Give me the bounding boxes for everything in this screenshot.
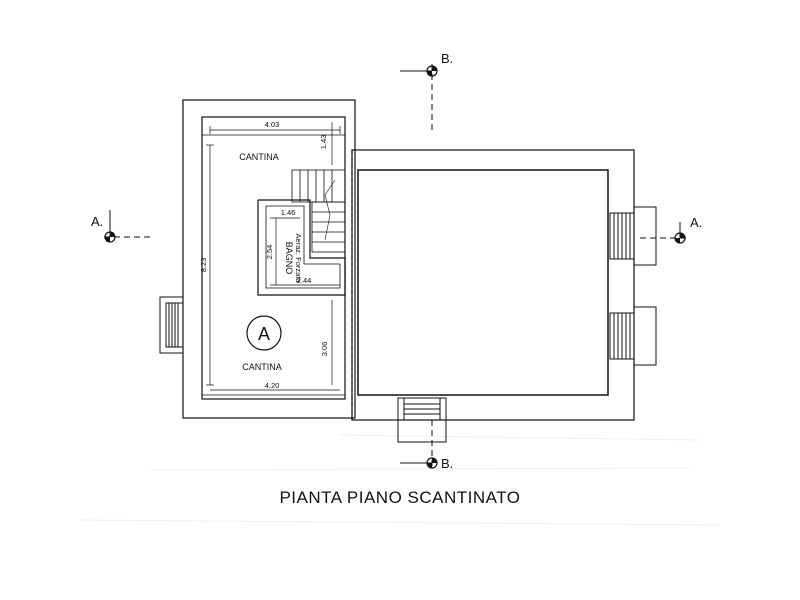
room-label-cantina-bottom: CANTINA [242,362,282,372]
dim-top-width: 4.03 [265,120,280,129]
plan-title: PIANTA PIANO SCANTINATO [279,488,520,507]
right-block-walls [351,149,635,421]
dimension-lines [206,122,341,391]
room-marker-label: A [258,324,270,344]
section-marker-a-left [104,210,150,243]
section-marker-a-right [640,222,686,244]
room-label-cantina-top: CANTINA [239,152,279,162]
staircase [291,169,346,253]
bagno-room [257,199,346,296]
section-marker-b-top [400,64,438,130]
section-label-a-left: A. [91,214,103,229]
section-marker-b-bottom [400,420,438,470]
right-window-lower [609,306,657,366]
paper-background [79,434,721,526]
section-label-a-right: A. [690,215,702,230]
bottom-window [397,397,447,443]
dim-bottom-width: 4.20 [265,381,280,390]
dim-left-length: 8.23 [199,258,208,273]
dim-bagno-width-bottom: 2.44 [297,276,312,285]
room-label-bagno: BAGNO [284,242,294,275]
left-window-niche [159,296,184,354]
dim-bagno-width-top: 1.46 [281,208,296,217]
dim-top-depth: 1.43 [319,135,328,150]
room-marker: A [246,315,282,351]
dim-bagno-height: 2.54 [265,245,274,260]
right-window-upper [609,206,657,266]
bagno-note: Aeraz. Forzata [294,233,303,283]
dim-right-lower: 3.06 [320,342,329,357]
section-label-b-bottom: B. [441,456,453,471]
section-label-b-top: B. [441,51,453,66]
